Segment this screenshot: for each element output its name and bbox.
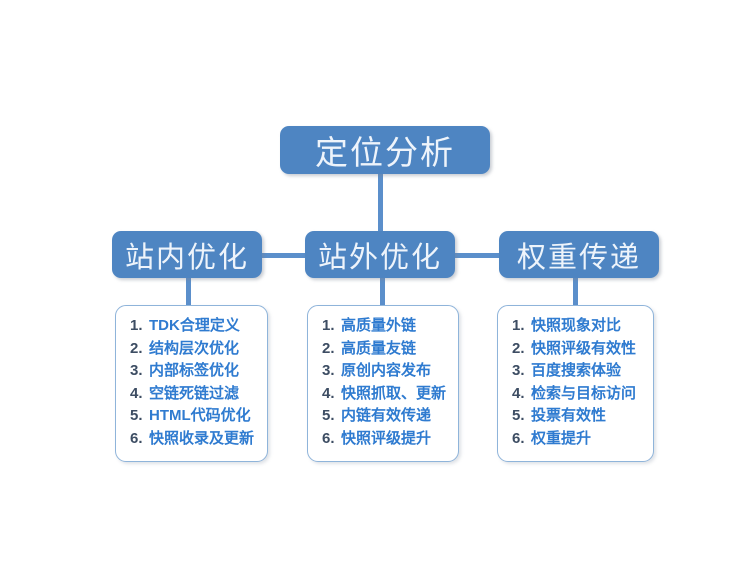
list-item[interactable]: TDK合理定义 [149, 317, 240, 334]
branch-node-label: 站内优化 [124, 241, 249, 274]
list-item[interactable]: 内部标签优化 [149, 362, 240, 379]
root-node-positioning-analysis[interactable]: 定位分析 [280, 126, 490, 174]
list-item[interactable]: 空链死链过滤 [149, 384, 240, 402]
connector-title-to-bus [378, 173, 383, 256]
branch-node-on-site-optimization[interactable]: 站内优化 [112, 231, 262, 278]
connector-bus-left [186, 253, 382, 258]
root-node-label: 定位分析 [315, 134, 455, 171]
list-item[interactable]: 高质量外链 [341, 317, 417, 334]
list-on-site-optimization: TDK合理定义 结构层次优化 内部标签优化 空链死链过滤 HTML代码优化 快照… [130, 315, 261, 450]
connector-bus-right [380, 253, 580, 258]
connector-branch3-to-list3 [573, 278, 578, 308]
list-item[interactable]: 快照评级提升 [341, 429, 432, 447]
list-card-weight-transfer: 快照现象对比 快照评级有效性 百度搜索体验 检索与目标访问 投票有效性 权重提升 [497, 305, 654, 462]
list-item[interactable]: 快照抓取、更新 [341, 384, 447, 402]
list-off-site-optimization: 高质量外链 高质量友链 原创内容发布 快照抓取、更新 内链有效传递 快照评级提升 [322, 315, 452, 450]
list-item[interactable]: 原创内容发布 [341, 362, 432, 379]
connector-branch1-to-list1 [186, 278, 191, 308]
branch-node-label: 站外优化 [317, 241, 442, 274]
branch-node-label: 权重传递 [516, 241, 641, 274]
branch-node-off-site-optimization[interactable]: 站外优化 [305, 231, 455, 278]
list-item[interactable]: 内链有效传递 [341, 407, 432, 424]
list-item[interactable]: 投票有效性 [531, 407, 607, 424]
list-item[interactable]: 权重提升 [531, 429, 592, 447]
list-item[interactable]: HTML代码优化 [149, 407, 251, 424]
list-item[interactable]: 检索与目标访问 [531, 384, 637, 402]
list-item[interactable]: 快照现象对比 [531, 317, 622, 334]
list-card-on-site-optimization: TDK合理定义 结构层次优化 内部标签优化 空链死链过滤 HTML代码优化 快照… [115, 305, 268, 462]
list-item[interactable]: 高质量友链 [341, 339, 417, 357]
list-item[interactable]: 快照评级有效性 [531, 339, 637, 357]
list-item[interactable]: 结构层次优化 [149, 339, 240, 357]
list-item[interactable]: 百度搜索体验 [531, 362, 622, 379]
list-card-off-site-optimization: 高质量外链 高质量友链 原创内容发布 快照抓取、更新 内链有效传递 快照评级提升 [307, 305, 459, 462]
branch-node-weight-transfer[interactable]: 权重传递 [499, 231, 659, 278]
connector-branch2-to-list2 [380, 278, 385, 308]
list-weight-transfer: 快照现象对比 快照评级有效性 百度搜索体验 检索与目标访问 投票有效性 权重提升 [512, 315, 647, 450]
list-item[interactable]: 快照收录及更新 [149, 429, 255, 447]
